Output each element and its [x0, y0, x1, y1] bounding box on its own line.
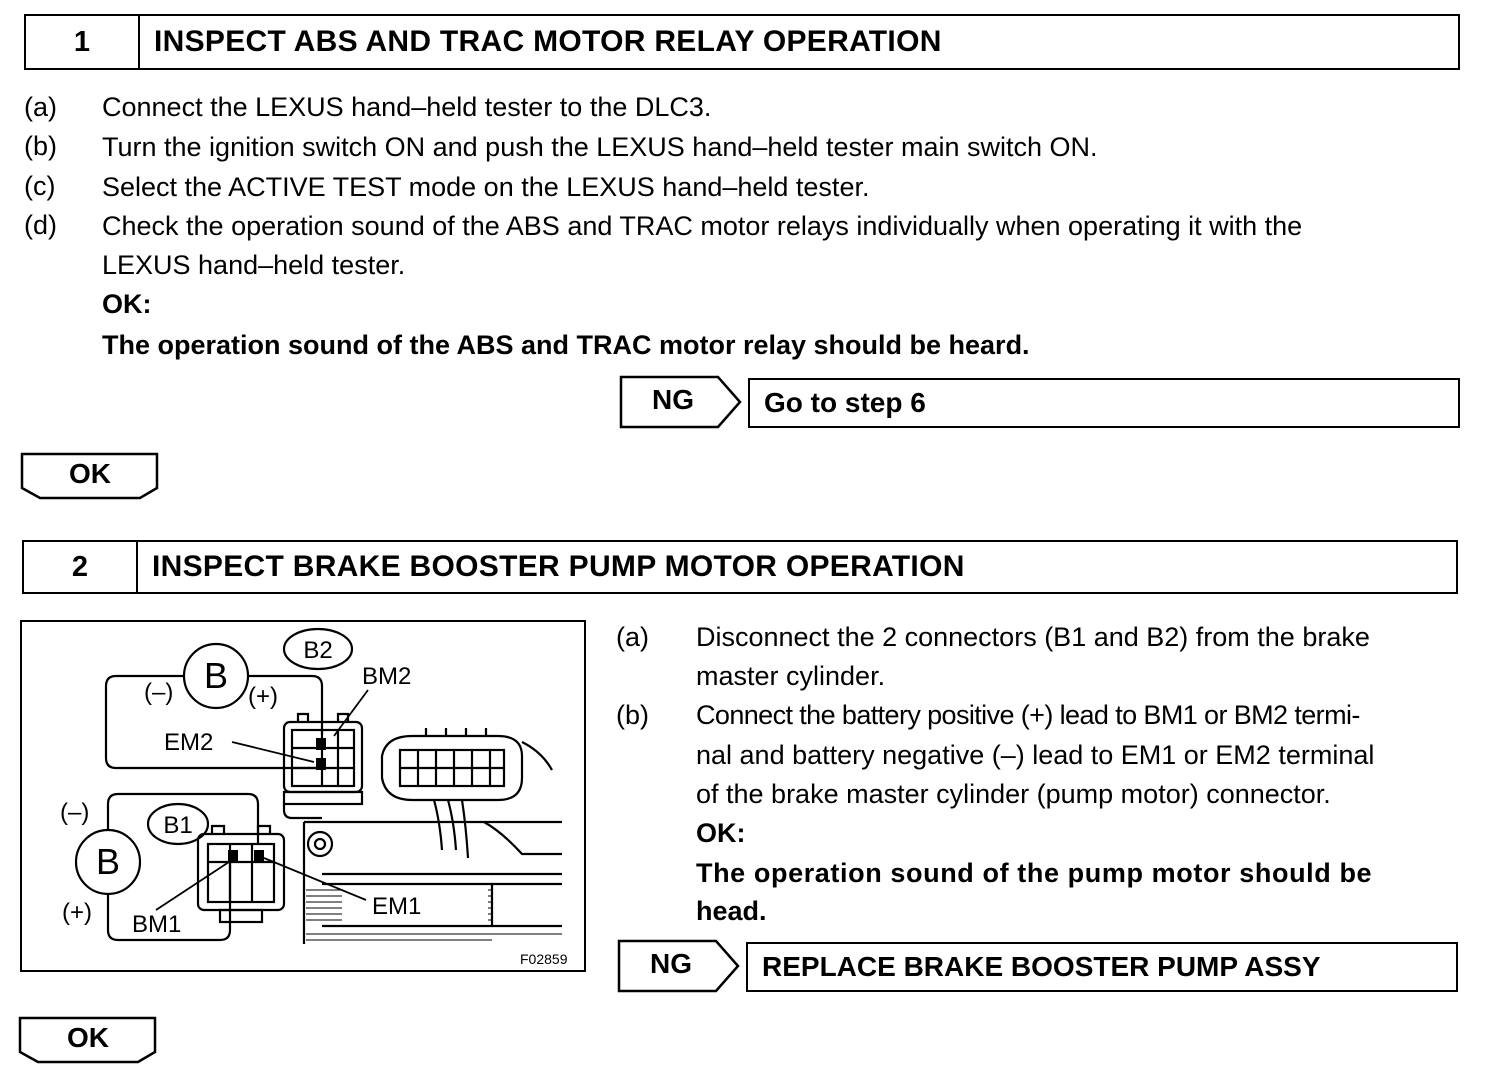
step1-ng-label: NG — [652, 384, 694, 415]
fig-bm2-label: BM2 — [362, 663, 411, 690]
step1-ok-heading: OK: — [102, 289, 152, 319]
step2-ok-arrow: OK — [18, 1016, 158, 1064]
step1-ng-arrow — [619, 375, 742, 429]
step2-text-a-line2: master cylinder. — [696, 661, 886, 691]
step2-label-b: (b) — [616, 700, 649, 730]
step2-ng-arrow — [617, 939, 740, 993]
step1-text-c: Select the ACTIVE TEST mode on the LEXUS… — [102, 172, 870, 202]
step2-ok-label: OK — [67, 1022, 109, 1053]
step1-text-d-line1: Check the operation sound of the ABS and… — [102, 211, 1303, 241]
step2-number: 2 — [24, 542, 138, 592]
step1-label-d: (d) — [24, 210, 57, 240]
step2-text-b-line3: of the brake master cylinder (pump motor… — [696, 779, 1331, 809]
step1-title: INSPECT ABS AND TRAC MOTOR RELAY OPERATI… — [154, 25, 942, 58]
step1-ng-result: Go to step 6 — [748, 378, 1460, 428]
fig-lower-plus: (+) — [62, 899, 92, 926]
step1-text-b: Turn the ignition switch ON and push the… — [102, 132, 1098, 162]
step2-title: INSPECT BRAKE BOOSTER PUMP MOTOR OPERATI… — [152, 550, 965, 583]
step1-label-c: (c) — [24, 171, 56, 201]
step2-header: 2 INSPECT BRAKE BOOSTER PUMP MOTOR OPERA… — [22, 540, 1458, 594]
step1-number: 1 — [26, 16, 140, 68]
step2-ok-heading: OK: — [696, 818, 746, 848]
step1-ok-label: OK — [69, 458, 111, 489]
step1-text-d-line2: LEXUS hand–held tester. — [102, 250, 406, 280]
step2-ng-label: NG — [650, 948, 692, 979]
fig-b1-label: B1 — [163, 812, 192, 839]
step1-header: 1 INSPECT ABS AND TRAC MOTOR RELAY OPERA… — [24, 14, 1460, 70]
connector-figure: B B (–) (+) (–) (+) B2 B1 BM2 EM2 BM1 EM… — [20, 620, 586, 972]
step2-ok-text-line1: The operation sound of the pump motor sh… — [696, 858, 1373, 888]
step2-text-b-line2: nal and battery negative (–) lead to EM1… — [696, 740, 1375, 770]
fig-battery-upper: B — [204, 655, 228, 696]
fig-em2-label: EM2 — [164, 729, 213, 756]
step1-ok-text: The operation sound of the ABS and TRAC … — [102, 330, 1030, 360]
fig-b2-label: B2 — [303, 637, 332, 664]
fig-em1-label: EM1 — [372, 893, 421, 920]
step1-label-a: (a) — [24, 92, 57, 122]
step2-text-a-line1: Disconnect the 2 connectors (B1 and B2) … — [696, 622, 1370, 652]
fig-battery-lower: B — [96, 841, 120, 882]
step2-ng-result: REPLACE BRAKE BOOSTER PUMP ASSY — [746, 942, 1458, 992]
step1-ok-arrow: OK — [20, 452, 160, 500]
fig-code: F02859 — [520, 951, 568, 967]
fig-upper-plus: (+) — [248, 683, 278, 710]
step2-text-b-line1: Connect the battery positive (+) lead to… — [696, 700, 1360, 730]
connector-diagram: B B (–) (+) (–) (+) B2 B1 BM2 EM2 BM1 EM… — [60, 627, 568, 967]
fig-upper-minus: (–) — [144, 679, 173, 706]
step1-label-b: (b) — [24, 131, 57, 161]
fig-lower-minus: (–) — [60, 799, 89, 826]
step2-ok-text-line2: head. — [696, 896, 767, 926]
fig-bm1-label: BM1 — [132, 911, 181, 938]
step2-label-a: (a) — [616, 622, 649, 652]
step1-text-a: Connect the LEXUS hand–held tester to th… — [102, 92, 712, 122]
